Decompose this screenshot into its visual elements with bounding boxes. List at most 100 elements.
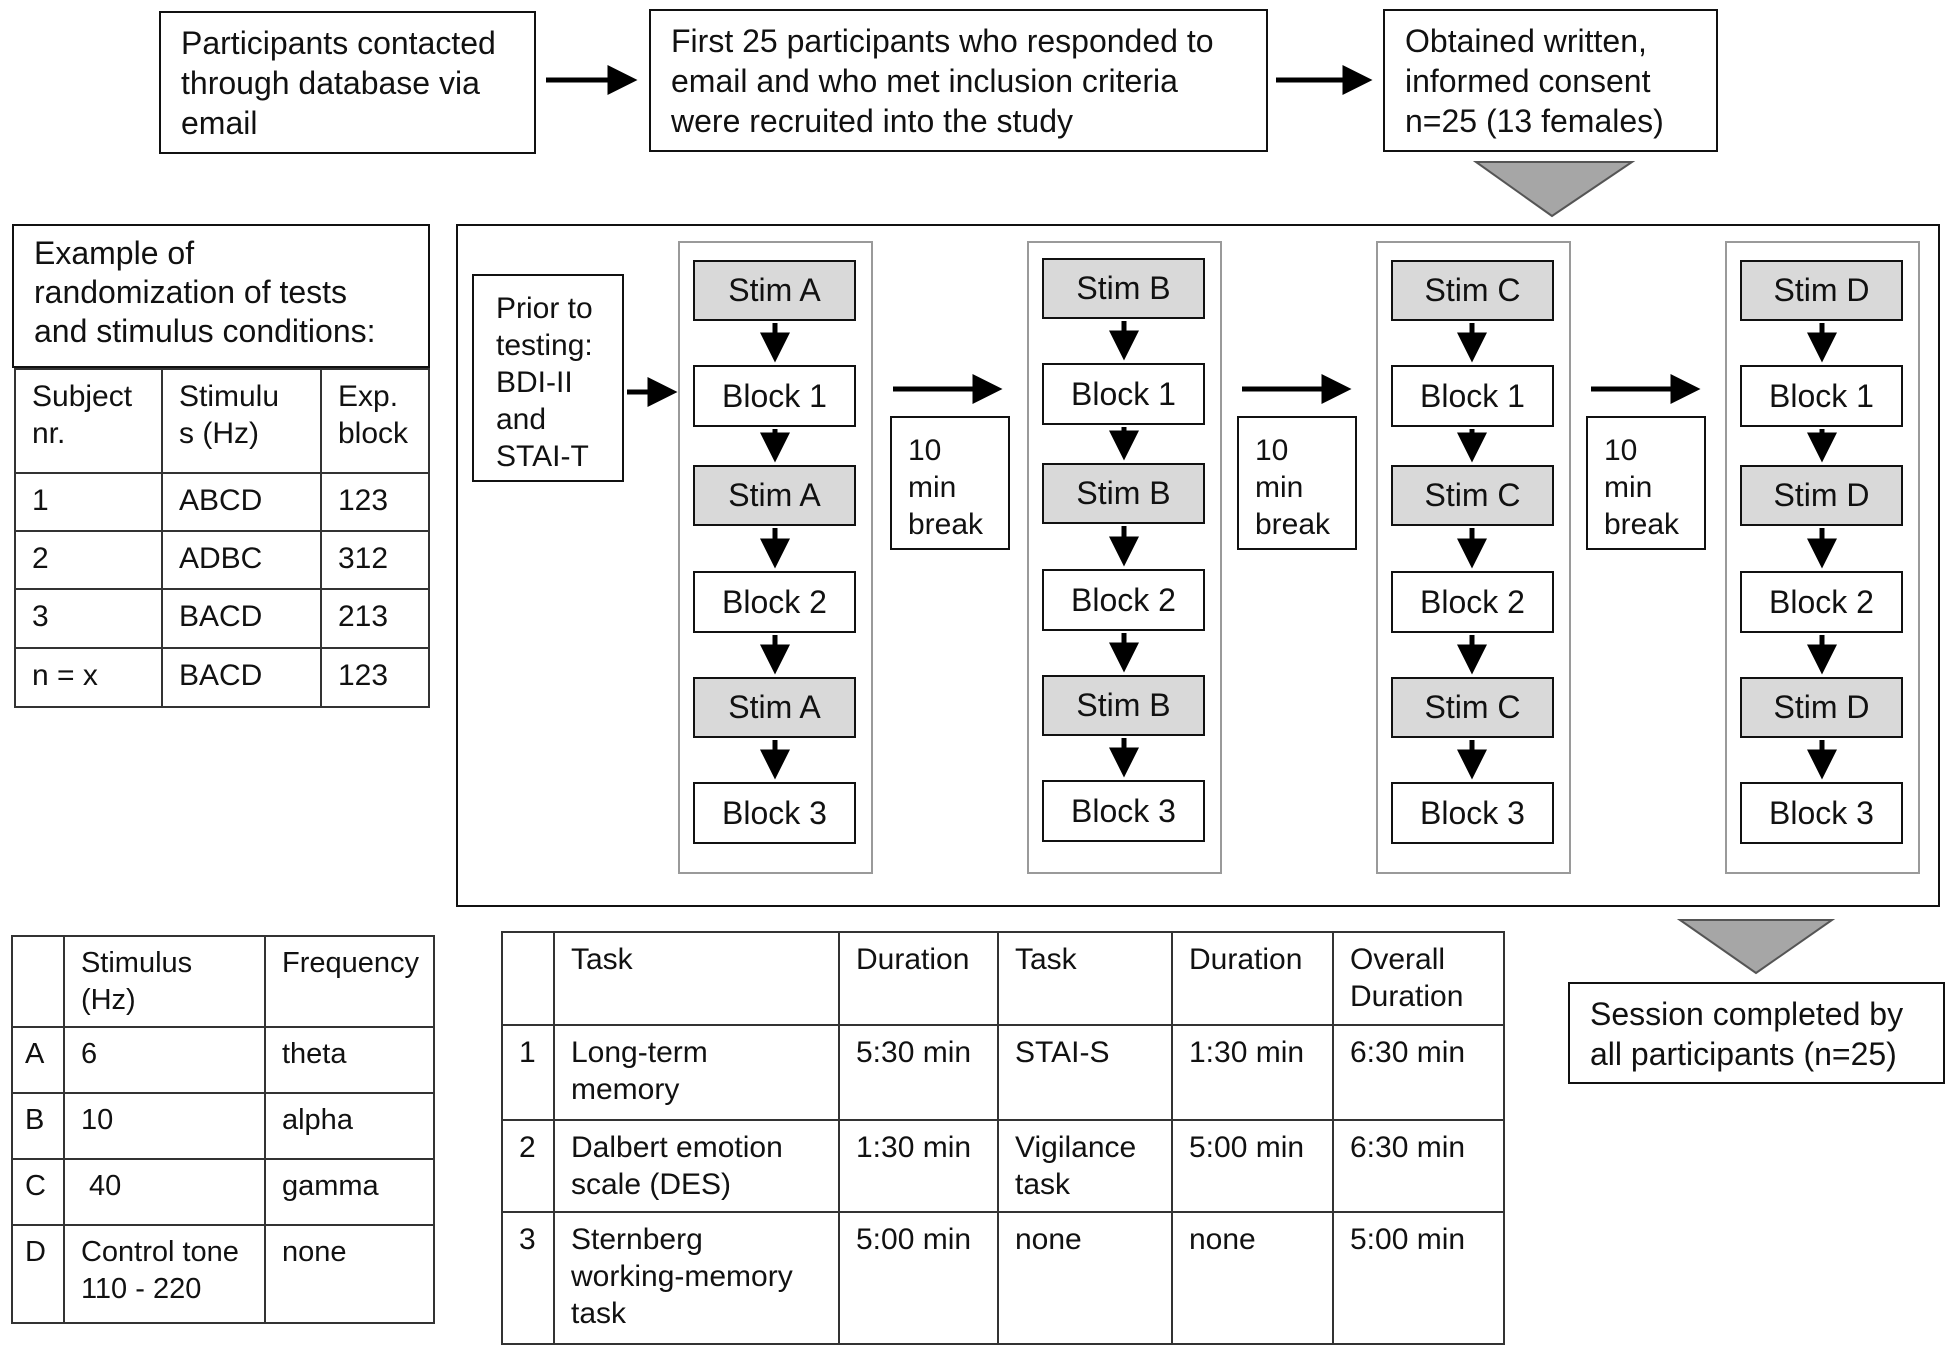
block-box: Block 2	[1391, 571, 1554, 633]
header-cell: Exp. block	[338, 380, 409, 450]
table-cell: Vigilance task	[1015, 1131, 1137, 1201]
header-cell: Overall Duration	[1350, 943, 1464, 1013]
flow-box-consent: Obtained written, informed consent n=25 …	[1383, 9, 1718, 152]
block-box: Block 2	[1042, 569, 1205, 631]
randomization-title: Example of randomization of tests and st…	[12, 224, 430, 368]
table-cell: n = x	[32, 659, 98, 692]
session-column-c	[1376, 241, 1571, 874]
header-cell: Duration	[1189, 943, 1303, 976]
header-cell: Task	[1015, 943, 1077, 976]
stim-box: Stim D	[1740, 465, 1903, 526]
flow-box-recruited: First 25 participants who responded to e…	[649, 9, 1268, 152]
table-cell: 1:30 min	[856, 1131, 972, 1164]
flow-box-contacted: Participants contacted through database …	[159, 11, 536, 154]
completion-box: Session completed by all participants (n…	[1568, 982, 1945, 1084]
block-box: Block 1	[1042, 363, 1205, 425]
stim-box: Stim C	[1391, 260, 1554, 321]
block-box: Block 1	[1391, 365, 1554, 427]
table-row: 1 Long-term memory 5:30 min STAI-S 1:30 …	[501, 1024, 1505, 1121]
header-cell: Stimulus (Hz)	[80, 947, 193, 1016]
table-cell: 10	[80, 1104, 114, 1136]
session-column-b	[1027, 241, 1222, 874]
table-cell: 2	[32, 542, 49, 575]
table-cell: Control tone 110 - 220	[80, 1236, 239, 1305]
block-box: Block 3	[1740, 782, 1903, 844]
stim-box: Stim D	[1740, 260, 1903, 321]
table-cell: A	[25, 1038, 45, 1070]
break-box: 10 min break	[890, 416, 1010, 550]
table-cell: ADBC	[179, 542, 263, 575]
table-cell: alpha	[281, 1104, 353, 1136]
header-cell: Subject nr.	[32, 380, 133, 450]
block-box: Block 2	[693, 571, 856, 633]
table-cell: 5:00 min	[1350, 1223, 1466, 1256]
table-cell: D	[25, 1236, 46, 1268]
stim-box: Stim C	[1391, 677, 1554, 738]
table-row: B 10 alpha	[11, 1092, 436, 1160]
table-cell: theta	[281, 1038, 347, 1070]
table-cell: 123	[338, 484, 389, 517]
table-cell: STAI-S	[1015, 1036, 1110, 1069]
stim-box: Stim C	[1391, 465, 1554, 526]
block-box: Block 2	[1740, 571, 1903, 633]
table-row: 3 BACD 213	[14, 588, 430, 649]
stim-box: Stim D	[1740, 677, 1903, 738]
table-row: 3 Sternberg working-memory task 5:00 min…	[501, 1211, 1505, 1345]
block-box: Block 3	[1391, 782, 1554, 844]
table-cell: 1	[32, 484, 49, 517]
table-header-row: Subject nr. Stimulu s (Hz) Exp. block	[14, 368, 430, 474]
table-cell: none	[1015, 1223, 1082, 1256]
break-box: 10 min break	[1237, 416, 1357, 550]
table-cell: Dalbert emotion scale (DES)	[571, 1131, 783, 1201]
table-row: n = x BACD 123	[14, 647, 430, 708]
stim-box: Stim A	[693, 465, 856, 526]
stim-box: Stim B	[1042, 675, 1205, 736]
stim-box: Stim A	[693, 260, 856, 321]
block-box: Block 1	[1740, 365, 1903, 427]
session-frame	[456, 224, 1940, 907]
table-cell: 5:00 min	[856, 1223, 972, 1256]
table-cell: none	[1189, 1223, 1256, 1256]
table-cell: 6	[80, 1038, 98, 1070]
triangle-down-icon	[1472, 161, 1636, 218]
session-column-a	[678, 241, 873, 874]
header-cell: Frequency	[281, 947, 419, 979]
table-cell: 123	[338, 659, 389, 692]
table-cell: 5:30 min	[856, 1036, 972, 1069]
table-row: 2 Dalbert emotion scale (DES) 1:30 min V…	[501, 1119, 1505, 1213]
block-box: Block 3	[693, 782, 856, 844]
table-cell: 3	[519, 1223, 536, 1256]
session-column-d	[1725, 241, 1920, 874]
table-cell: B	[25, 1104, 45, 1136]
table-row: 1 ABCD 123	[14, 472, 430, 532]
stim-box: Stim B	[1042, 258, 1205, 319]
table-cell: C	[25, 1170, 46, 1202]
block-box: Block 1	[693, 365, 856, 427]
table-cell: BACD	[179, 659, 263, 692]
table-cell: 2	[519, 1131, 536, 1164]
table-cell: 5:00 min	[1189, 1131, 1305, 1164]
table-row: A 6 theta	[11, 1026, 436, 1094]
task-table: Task Duration Task Duration Overall Dura…	[501, 931, 1505, 1345]
table-row: C 40 gamma	[11, 1158, 436, 1226]
header-cell: Stimulu s (Hz)	[179, 380, 280, 450]
table-cell: 6:30 min	[1350, 1036, 1466, 1069]
table-cell: Long-term memory	[571, 1036, 708, 1106]
table-cell: 1:30 min	[1189, 1036, 1305, 1069]
triangle-down-icon	[1676, 919, 1836, 975]
block-box: Block 3	[1042, 780, 1205, 842]
header-cell: Task	[571, 943, 633, 976]
table-header-row: Task Duration Task Duration Overall Dura…	[501, 931, 1505, 1026]
break-box: 10 min break	[1586, 416, 1706, 550]
table-row: D Control tone 110 - 220 none	[11, 1224, 436, 1324]
table-cell: gamma	[281, 1170, 379, 1202]
table-cell: ABCD	[179, 484, 263, 517]
stimulus-table: Stimulus (Hz) Frequency A 6 theta B 10 a…	[11, 935, 436, 1324]
table-cell: none	[281, 1236, 347, 1268]
table-cell: 3	[32, 600, 49, 633]
table-cell: 6:30 min	[1350, 1131, 1466, 1164]
table-header-row: Stimulus (Hz) Frequency	[11, 935, 436, 1028]
stim-box: Stim B	[1042, 463, 1205, 524]
table-cell: 40	[80, 1170, 122, 1202]
